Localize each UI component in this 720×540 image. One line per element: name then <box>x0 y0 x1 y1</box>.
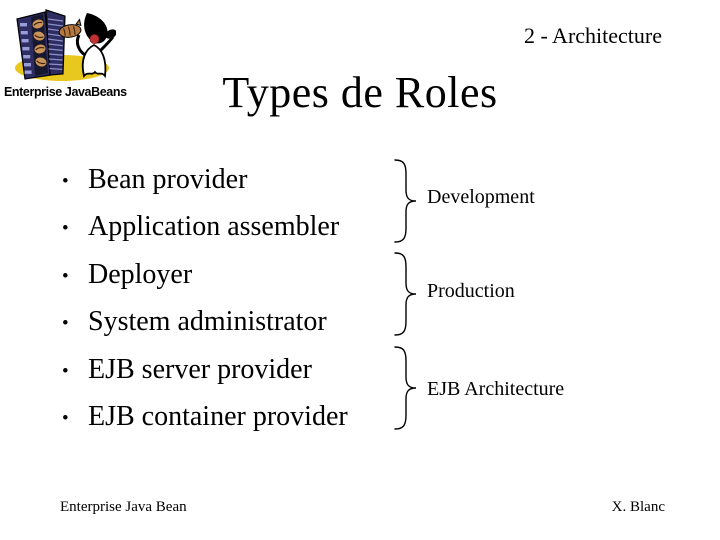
brace-development <box>392 158 422 244</box>
bullet-item-ejb-server-provider: • EJB server provider <box>58 347 348 394</box>
duke-left-arm <box>75 34 86 57</box>
duke-body <box>81 43 107 79</box>
ejb-logo-graphic <box>15 9 116 81</box>
bullet-item-bean-provider: • Bean provider <box>58 157 348 204</box>
group-label-development: Development <box>427 186 535 208</box>
logo-duke <box>75 13 116 79</box>
section-header: 2 - Architecture <box>523 23 662 48</box>
bullet-text: Application assembler <box>88 211 340 243</box>
logo-buildings <box>16 9 66 80</box>
bullet-list: • Bean provider • Application assembler • D… <box>58 157 348 442</box>
bullet-text: Deployer <box>88 258 193 290</box>
bullet-marker: • <box>62 218 69 240</box>
ejb-logo: Enterprise JavaBeans <box>4 4 127 99</box>
duke-nose <box>89 34 100 44</box>
bullet-text: System administrator <box>88 306 327 338</box>
group-label-production: Production <box>427 280 515 302</box>
bullet-marker: • <box>62 313 69 335</box>
bullet-item-ejb-container-provider: • EJB container provider <box>58 394 348 441</box>
bullet-item-deployer: • Deployer <box>58 252 348 299</box>
brace-ejb-architecture <box>392 345 422 431</box>
slide-title: Types de Roles <box>222 68 498 117</box>
bullet-marker: • <box>62 360 69 382</box>
bullet-item-system-administrator: • System administrator <box>58 299 348 346</box>
bullet-text: EJB server provider <box>88 353 312 385</box>
bullet-marker: • <box>62 265 69 287</box>
bullet-text: EJB container provider <box>88 401 348 433</box>
ejb-logo-caption: Enterprise JavaBeans <box>4 85 127 99</box>
logo-creature <box>58 18 82 38</box>
bullet-marker: • <box>62 170 69 192</box>
bullet-marker: • <box>62 408 69 430</box>
footer-right: X. Blanc <box>611 499 665 515</box>
footer-left: Enterprise Java Bean <box>60 499 187 515</box>
bullet-text: Bean provider <box>88 164 248 195</box>
brace-production <box>392 251 422 337</box>
bullet-item-application-assembler: • Application assembler <box>58 204 348 251</box>
duke-head <box>84 13 108 44</box>
group-label-ejb-architecture: EJB Architecture <box>427 378 565 400</box>
coffee-beans <box>32 19 47 67</box>
